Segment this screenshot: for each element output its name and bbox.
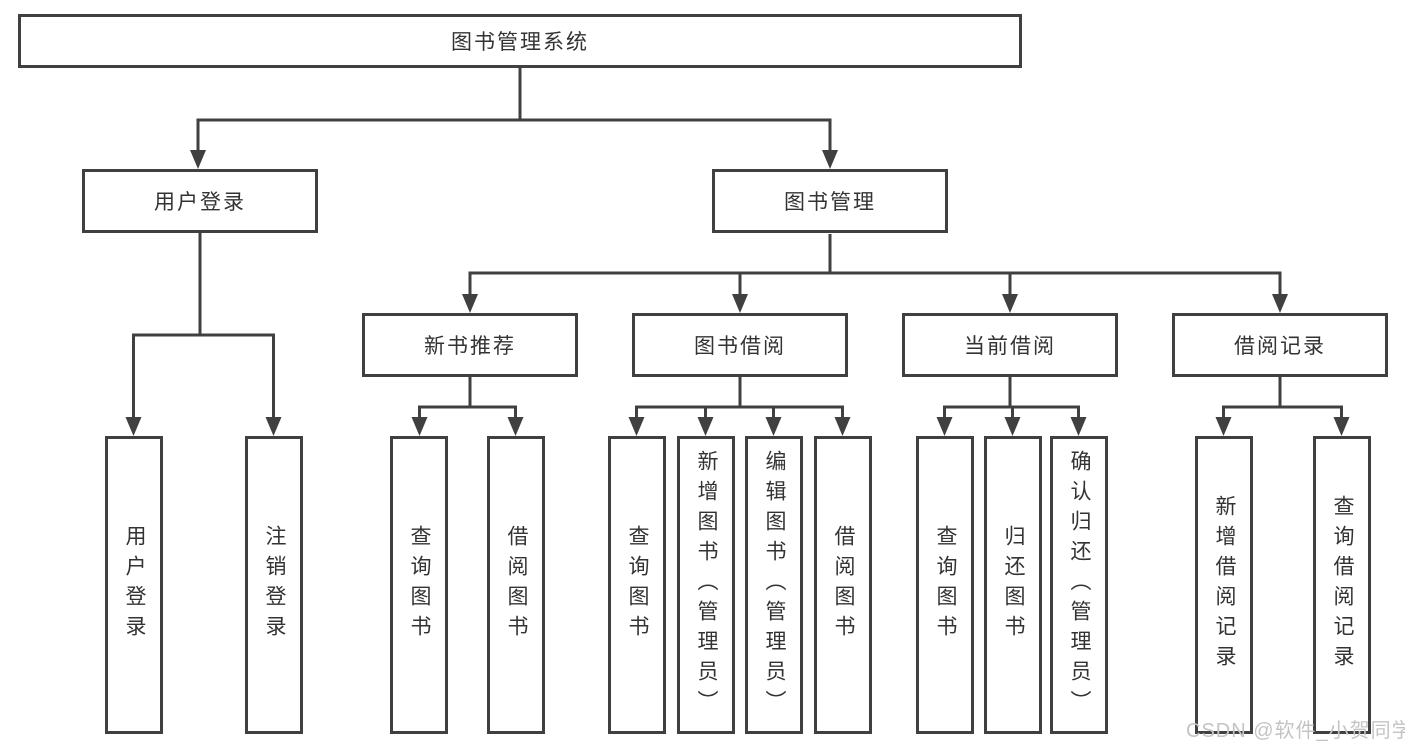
- node-book-management: 图书管理: [712, 169, 948, 233]
- node-user-login: 用户登录: [82, 169, 318, 233]
- leaf-bb-add-book-admin-label: 新增图书（管理员）: [695, 450, 718, 720]
- leaf-cb-return-book: 归还图书: [984, 436, 1042, 734]
- leaf-cb-confirm-return-admin: 确认归还（管理员）: [1050, 436, 1108, 734]
- leaf-bb-borrow-book: 借阅图书: [814, 436, 872, 734]
- leaf-nb-borrow-book-label: 借阅图书: [505, 525, 528, 645]
- leaf-bb-edit-book-admin-label: 编辑图书（管理员）: [763, 450, 786, 720]
- leaf-br-query-record-label: 查询借阅记录: [1331, 495, 1354, 675]
- node-current-borrowing: 当前借阅: [902, 313, 1118, 377]
- leaf-cb-return-book-label: 归还图书: [1002, 525, 1025, 645]
- node-root: 图书管理系统: [18, 14, 1022, 68]
- leaf-cb-query-book: 查询图书: [916, 436, 974, 734]
- node-new-book-recommend-label: 新书推荐: [424, 335, 516, 358]
- node-book-borrowing: 图书借阅: [632, 313, 848, 377]
- node-new-book-recommend: 新书推荐: [362, 313, 578, 377]
- leaf-nb-query-book: 查询图书: [390, 436, 448, 734]
- node-book-management-label: 图书管理: [784, 191, 876, 214]
- node-current-borrowing-label: 当前借阅: [964, 335, 1056, 358]
- leaf-br-add-record: 新增借阅记录: [1195, 436, 1253, 734]
- node-borrowing-records: 借阅记录: [1172, 313, 1388, 377]
- leaf-user-login-label: 用户登录: [123, 525, 146, 645]
- leaf-logout-login: 注销登录: [245, 436, 303, 734]
- node-book-borrowing-label: 图书借阅: [694, 335, 786, 358]
- leaf-nb-query-book-label: 查询图书: [408, 525, 431, 645]
- watermark: CSDN @软件_小贺同学: [1186, 720, 1405, 742]
- leaf-cb-confirm-return-admin-label: 确认归还（管理员）: [1068, 450, 1091, 720]
- leaf-bb-edit-book-admin: 编辑图书（管理员）: [745, 436, 803, 734]
- leaf-bb-add-book-admin: 新增图书（管理员）: [677, 436, 735, 734]
- leaf-bb-query-book-label: 查询图书: [626, 525, 649, 645]
- node-root-label: 图书管理系统: [451, 31, 589, 54]
- leaf-cb-query-book-label: 查询图书: [934, 525, 957, 645]
- leaf-br-add-record-label: 新增借阅记录: [1213, 495, 1236, 675]
- leaf-bb-query-book: 查询图书: [608, 436, 666, 734]
- node-user-login-label: 用户登录: [154, 191, 246, 214]
- leaf-bb-borrow-book-label: 借阅图书: [832, 525, 855, 645]
- arrowhead-icons: [125, 150, 1350, 436]
- node-borrowing-records-label: 借阅记录: [1234, 335, 1326, 358]
- leaf-nb-borrow-book: 借阅图书: [487, 436, 545, 734]
- leaf-user-login: 用户登录: [105, 436, 163, 734]
- leaf-br-query-record: 查询借阅记录: [1313, 436, 1371, 734]
- leaf-logout-login-label: 注销登录: [263, 525, 286, 645]
